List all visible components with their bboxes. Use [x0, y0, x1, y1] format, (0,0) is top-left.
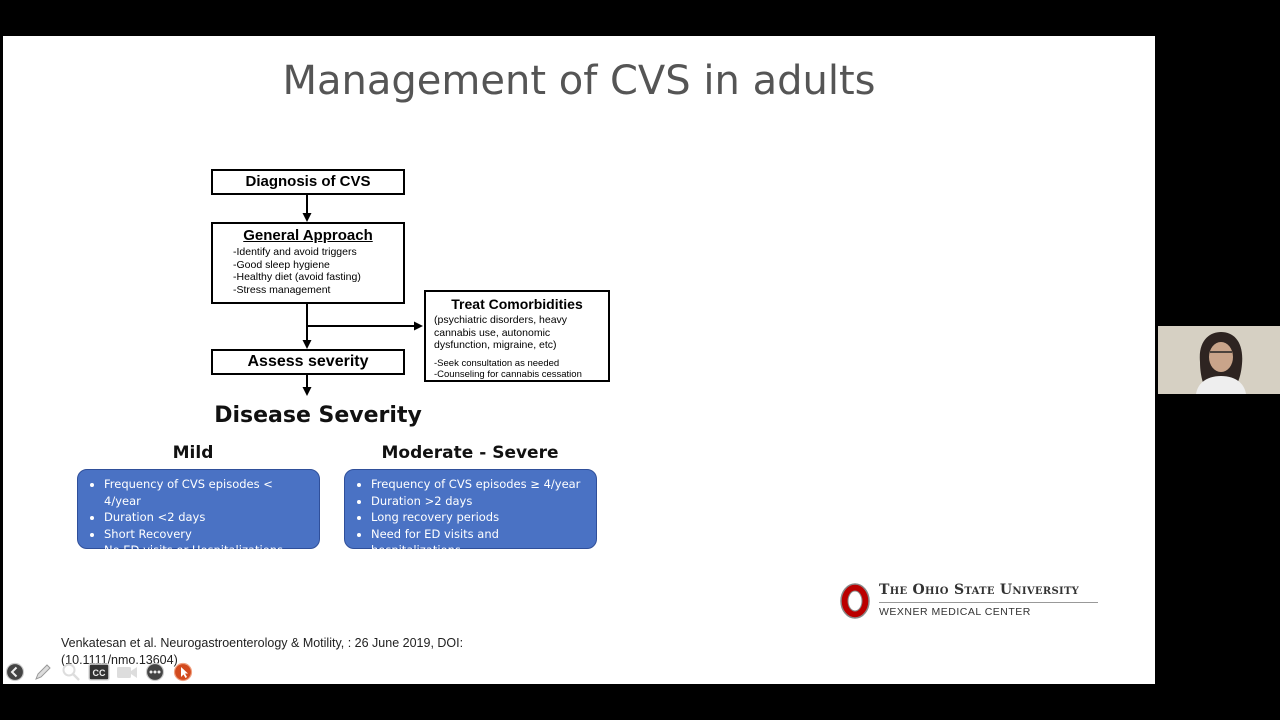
captions-icon[interactable]: CC [88, 661, 110, 683]
osu-logo: The Ohio State University WEXNER MEDICAL… [839, 582, 1109, 622]
moderate-criteria-box: Frequency of CVS episodes ≥ 4/year Durat… [344, 469, 597, 557]
list-item: Duration <2 days [104, 509, 313, 526]
list-item: -Identify and avoid triggers [233, 246, 357, 258]
more-options-icon[interactable] [144, 661, 166, 683]
assess-severity-label: Assess severity [247, 353, 369, 370]
osu-name: The Ohio State University [879, 582, 1080, 598]
osu-subtitle: WEXNER MEDICAL CENTER [879, 606, 1031, 618]
list-item: No ED visits or Hospitalizations [104, 542, 313, 559]
presentation-slide: Management of CVS in adults Diagnosis of… [3, 36, 1155, 684]
general-approach-box: General Approach -Identify and avoid tri… [211, 222, 405, 304]
general-approach-title: General Approach [243, 227, 373, 244]
zoom-icon[interactable] [60, 661, 82, 683]
list-item: Short Recovery [104, 526, 313, 543]
list-item: -Healthy diet (avoid fasting) [233, 271, 361, 283]
list-item: -Stress management [233, 283, 331, 296]
pen-icon[interactable] [32, 661, 54, 683]
diagnosis-label: Diagnosis of CVS [245, 173, 371, 190]
mild-label: Mild [172, 443, 214, 463]
comorbidities-description: (psychiatric disorders, heavy cannabis u… [434, 314, 568, 351]
list-item: -Seek consultation as needed [434, 357, 560, 369]
slideshow-toolbar: CC [4, 660, 194, 684]
flowchart-arrows [302, 195, 423, 396]
presenter-webcam [1158, 326, 1280, 394]
comorbidities-notes: -Seek consultation as needed -Counseling… [434, 358, 600, 380]
mild-criteria-box: Frequency of CVS episodes < 4/year Durat… [77, 469, 320, 557]
list-item: -Good sleep hygiene [233, 258, 330, 271]
list-item: Frequency of CVS episodes < 4/year [104, 476, 313, 509]
disease-severity-title: Disease Severity [214, 403, 422, 428]
previous-icon[interactable] [4, 661, 26, 683]
camera-icon[interactable] [116, 661, 138, 683]
general-approach-list: -Identify and avoid triggers -Good sleep… [233, 246, 403, 296]
diagnosis-box: Diagnosis of CVS [211, 169, 405, 195]
moderate-severe-label: Moderate - Severe [381, 443, 559, 463]
list-item: Frequency of CVS episodes ≥ 4/year [371, 476, 590, 493]
list-item: Long recovery periods [371, 509, 590, 526]
pointer-icon[interactable] [172, 661, 194, 683]
moderate-criteria-list: Frequency of CVS episodes ≥ 4/year Durat… [353, 476, 590, 559]
list-item: Duration >2 days [371, 493, 590, 510]
comorbidities-title: Treat Comorbidities [451, 296, 583, 312]
block-o-icon [840, 583, 870, 619]
assess-severity-box: Assess severity [211, 349, 405, 375]
slide-title: Management of CVS in adults [282, 58, 876, 104]
list-item: Need for ED visits and hospitalizations [371, 526, 590, 559]
logo-divider [879, 602, 1098, 603]
presenter-avatar [1158, 326, 1280, 394]
mild-criteria-list: Frequency of CVS episodes < 4/year Durat… [86, 476, 313, 559]
list-item: -Counseling for cannabis cessation [434, 368, 582, 380]
svg-text:CC: CC [93, 668, 106, 678]
comorbidities-box: Treat Comorbidities (psychiatric disorde… [424, 290, 610, 382]
